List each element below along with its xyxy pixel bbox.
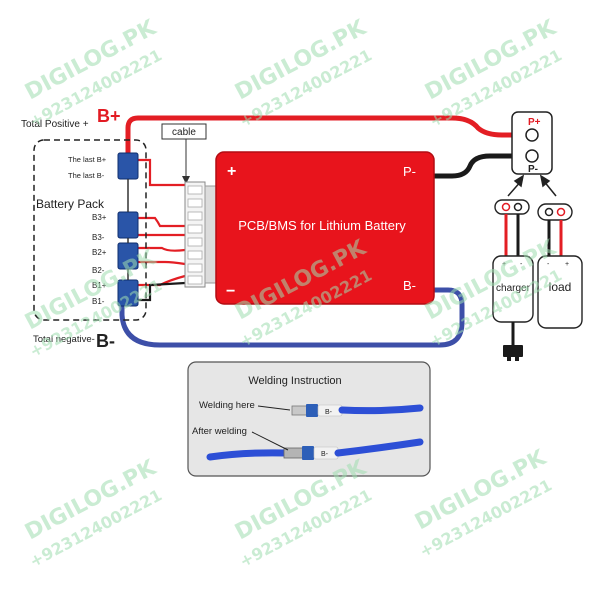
charger-label: charger <box>496 283 531 294</box>
charger-pole-plus: + <box>502 261 506 268</box>
terminal-p-plus-label: P+ <box>528 117 541 128</box>
balance-leads <box>138 158 186 302</box>
wire-2-b-minus: B- <box>321 451 329 458</box>
watermarks: DIGILOG.PK +923124002221 DIGILOG.PK +923… <box>21 15 565 571</box>
welding-title: Welding Instruction <box>248 375 341 387</box>
cable-label-box <box>161 123 207 140</box>
after-welding-label: After welding <box>192 426 247 437</box>
the-last-b-minus-label: The last B- <box>68 171 105 180</box>
output-terminal <box>511 111 553 175</box>
battery-pack-outline <box>33 139 147 321</box>
cell-b3 <box>117 211 139 239</box>
charger-device: + - charger <box>492 199 534 361</box>
terminal-p-minus-label: P- <box>528 164 538 175</box>
board-b-minus-label: B- <box>403 278 416 293</box>
bms-board <box>216 152 434 304</box>
b2-minus-label: B2- <box>92 266 105 275</box>
b3-plus-label: B3+ <box>92 213 107 222</box>
board-p-minus-label: P- <box>403 164 416 179</box>
p-minus-wire <box>418 153 515 179</box>
wire-before-welding: B- <box>291 404 424 417</box>
charger-pole-minus: - <box>520 261 523 268</box>
load-label: load <box>549 280 572 294</box>
b1-plus-label: B1+ <box>92 281 107 290</box>
balance-connector <box>184 181 218 288</box>
b3-minus-label: B3- <box>92 233 105 242</box>
b2-plus-label: B2+ <box>92 248 107 257</box>
wire-1-b-minus: B- <box>325 409 333 416</box>
b-minus-label: B- <box>96 331 115 351</box>
load-pole-minus: - <box>547 261 550 268</box>
board-minus-label: − <box>226 283 235 300</box>
cable-label: cable <box>172 127 196 138</box>
b-plus-wire <box>125 115 515 155</box>
b-plus-label: B+ <box>97 106 121 126</box>
load-pole-plus: + <box>565 261 569 268</box>
board-title: PCB/BMS for Lithium Battery <box>238 218 406 233</box>
terminal-arrows <box>507 174 557 197</box>
wire-after-welding: B- <box>206 438 424 461</box>
load-device: - + load <box>537 203 583 329</box>
the-last-b-plus-label: The last B+ <box>68 155 107 164</box>
board-plus-label: + <box>227 163 236 180</box>
welding-here-label: Welding here <box>199 400 255 411</box>
total-negative-label: Total negative- <box>33 334 95 345</box>
total-positive-label: Total Positive + <box>21 119 89 130</box>
b1-minus-label: B1- <box>92 297 105 306</box>
b-minus-wire <box>119 287 465 348</box>
cell-last <box>117 152 139 180</box>
battery-pack-label: Battery Pack <box>36 197 105 211</box>
